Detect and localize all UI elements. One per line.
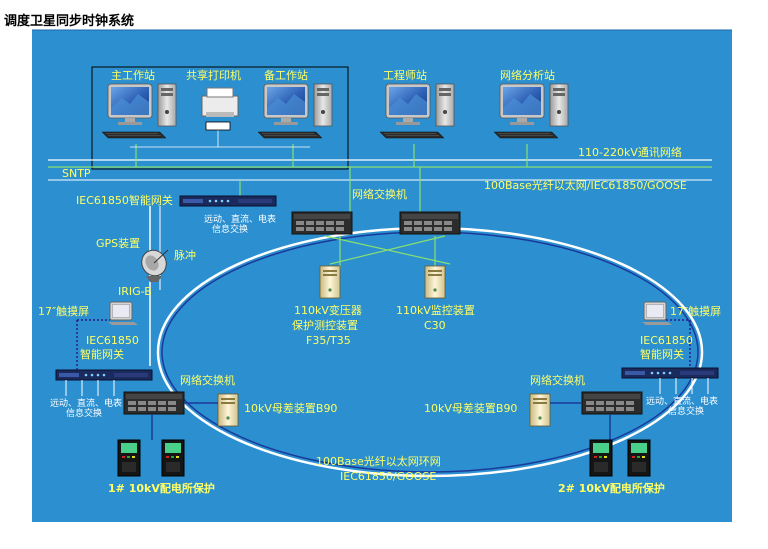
busbar-right-icon xyxy=(529,393,551,427)
label-touch-right: 17″触摸屏 xyxy=(670,304,721,318)
label-sntp: SNTP xyxy=(62,167,91,180)
server-110kv-protection-icon xyxy=(319,265,341,299)
label-gw-right-2: 智能网关 xyxy=(640,347,684,361)
label-backup-ws: 备工作站 xyxy=(264,68,308,82)
label-ring-2: IEC61850/GOOSE xyxy=(340,470,436,483)
busbar-left-icon xyxy=(217,393,239,427)
page-title: 调度卫星同步时钟系统 xyxy=(4,14,135,29)
label-prot-110-3: F35/T35 xyxy=(306,334,351,347)
label-switch-top: 网络交换机 xyxy=(352,187,407,201)
label-gw-right-1: IEC61850 xyxy=(640,334,693,347)
label-prot-110-2: 保护测控装置 xyxy=(292,318,358,332)
label-switch-left: 网络交换机 xyxy=(180,373,235,387)
label-main-ws: 主工作站 xyxy=(111,68,155,82)
label-busbar-left: 10kV母差装置B90 xyxy=(244,401,337,415)
label-mon-110-2: C30 xyxy=(424,319,446,332)
label-gateway-top: IEC61850智能网关 xyxy=(76,193,173,207)
switch-top-left-icon xyxy=(291,211,353,235)
switch-top-right-icon xyxy=(399,211,461,235)
printer-icon xyxy=(201,87,239,131)
label-gw-info-l-1: 远动、直流、电表 xyxy=(50,397,122,409)
label-comm-network: 110-220kV通讯网络 xyxy=(578,145,682,159)
label-engineer-ws: 工程师站 xyxy=(383,68,427,82)
label-mon-110-1: 110kV监控装置 xyxy=(396,303,475,317)
label-gw-info-top-1: 远动、直流、电表 xyxy=(204,213,276,225)
label-gw-info-r-1: 远动、直流、电表 xyxy=(646,395,718,407)
label-gw-info-top-2: 信息交换 xyxy=(212,223,248,235)
label-gw-left-1: IEC61850 xyxy=(86,334,139,347)
label-busbar-right: 10kV母差装置B90 xyxy=(424,401,517,415)
gateway-left-icon xyxy=(55,369,153,381)
label-gw-left-2: 智能网关 xyxy=(80,347,124,361)
label-irigb: IRIG-B xyxy=(118,285,152,298)
switch-right-icon xyxy=(581,391,643,415)
switch-left-icon xyxy=(123,391,185,415)
label-gps: GPS装置 xyxy=(96,237,140,250)
label-dist-left: 1# 10kV配电所保护 xyxy=(108,481,215,495)
label-gw-info-l-2: 信息交换 xyxy=(66,407,102,419)
label-prot-110-1: 110kV变压器 xyxy=(294,303,362,317)
label-ring-1: 100Base光纤以太网环网 xyxy=(316,454,441,468)
server-110kv-monitor-icon xyxy=(424,265,446,299)
relay-right-1-icon xyxy=(589,439,613,477)
label-printer: 共享打印机 xyxy=(186,68,241,82)
label-touch-left: 17″触摸屏 xyxy=(38,304,89,318)
label-analysis-ws: 网络分析站 xyxy=(500,68,555,82)
gateway-right-icon xyxy=(621,367,719,379)
relay-right-2-icon xyxy=(627,439,651,477)
relay-left-2-icon xyxy=(161,439,185,477)
label-switch-right: 网络交换机 xyxy=(530,373,585,387)
gateway-top-icon xyxy=(179,195,277,207)
label-dist-right: 2# 10kV配电所保护 xyxy=(558,481,665,495)
station-frame xyxy=(91,66,349,170)
relay-left-1-icon xyxy=(117,439,141,477)
gps-dish-icon xyxy=(141,249,169,282)
label-gw-info-r-2: 信息交换 xyxy=(668,405,704,417)
label-fiber-top: 100Base光纤以太网/IEC61850/GOOSE xyxy=(484,178,687,192)
label-pulse: 脉冲 xyxy=(174,248,196,262)
